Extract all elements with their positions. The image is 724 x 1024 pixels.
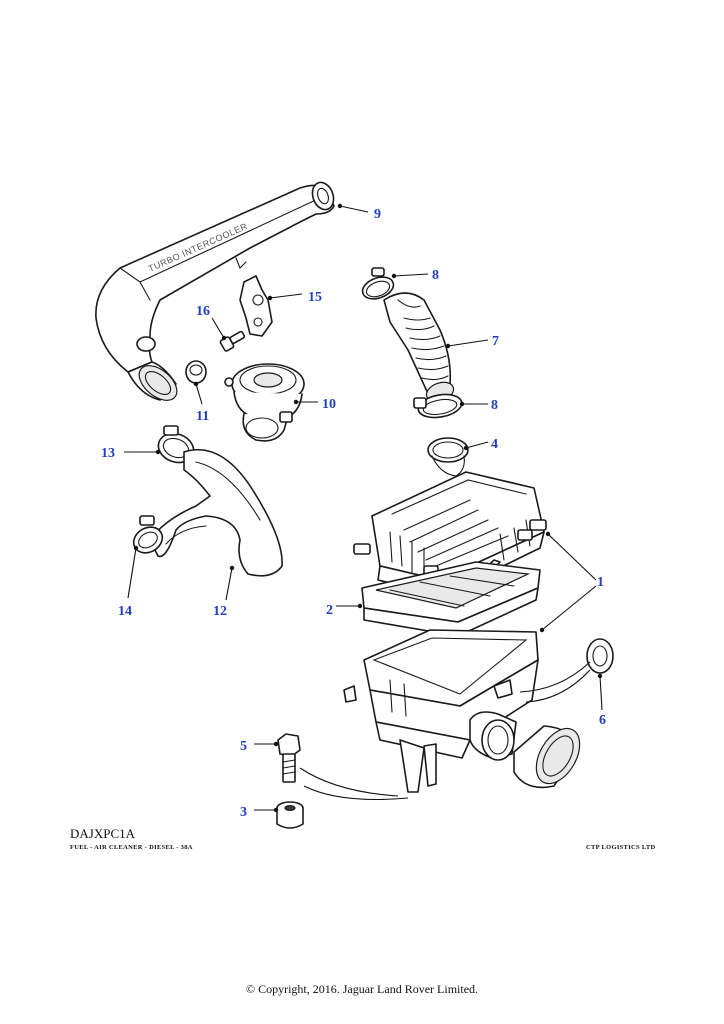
- part-filter-element-2: [361, 561, 541, 637]
- part-clamp-8-top: [361, 267, 395, 300]
- callout-3: 3: [240, 805, 247, 820]
- part-corrugated-hose-7: [383, 292, 455, 403]
- leader-dots: [133, 203, 603, 813]
- callout-2: 2: [326, 603, 333, 618]
- part-seal-4: [427, 437, 469, 477]
- callout-9: 9: [374, 207, 381, 222]
- callout-16: 16: [196, 304, 210, 319]
- diagram-subtitle: FUEL - AIR CLEANER - DIESEL - 38A: [70, 844, 193, 851]
- diagram-code: DAJXPC1A: [70, 826, 136, 841]
- callout-15: 15: [308, 290, 322, 305]
- copyright-notice: © Copyright, 2016. Jaguar Land Rover Lim…: [245, 982, 479, 996]
- part-bolt-5: [277, 733, 301, 783]
- part-clamp-8-bottom: [413, 393, 463, 419]
- part-grommet-6: [586, 638, 614, 674]
- part-inlet-connector: [513, 725, 581, 789]
- callout-11: 11: [196, 409, 209, 424]
- part-grommet-11: [185, 360, 207, 384]
- callout-8-top: 8: [432, 268, 439, 283]
- callout-1: 1: [597, 575, 604, 590]
- part-air-cleaner-base: [343, 629, 539, 793]
- callout-10: 10: [322, 397, 336, 412]
- part-clamp-14: [132, 515, 164, 554]
- callout-14: 14: [118, 604, 132, 619]
- callout-12: 12: [213, 604, 227, 619]
- leader-lines: [124, 205, 603, 811]
- part-bolt-16: [219, 330, 246, 352]
- callout-13: 13: [101, 446, 115, 461]
- part-nut-3: [276, 801, 304, 829]
- callout-5: 5: [240, 739, 247, 754]
- callout-4: 4: [491, 437, 498, 452]
- callout-8-bottom: 8: [491, 398, 498, 413]
- publisher-label: CTP LOGISTICS LTD: [586, 844, 656, 851]
- callout-6: 6: [599, 713, 606, 728]
- part-bracket-15: [239, 275, 273, 337]
- part-intercooler-duct: TURBO INTERCOOLER: [95, 181, 335, 401]
- part-resonator-10: [224, 363, 305, 442]
- callout-7: 7: [492, 334, 499, 349]
- callouts: 1 2 3 4 5 6 7 8 8 9 10 11 12 13 14 15 16: [101, 207, 606, 820]
- part-hose-12: [149, 448, 283, 577]
